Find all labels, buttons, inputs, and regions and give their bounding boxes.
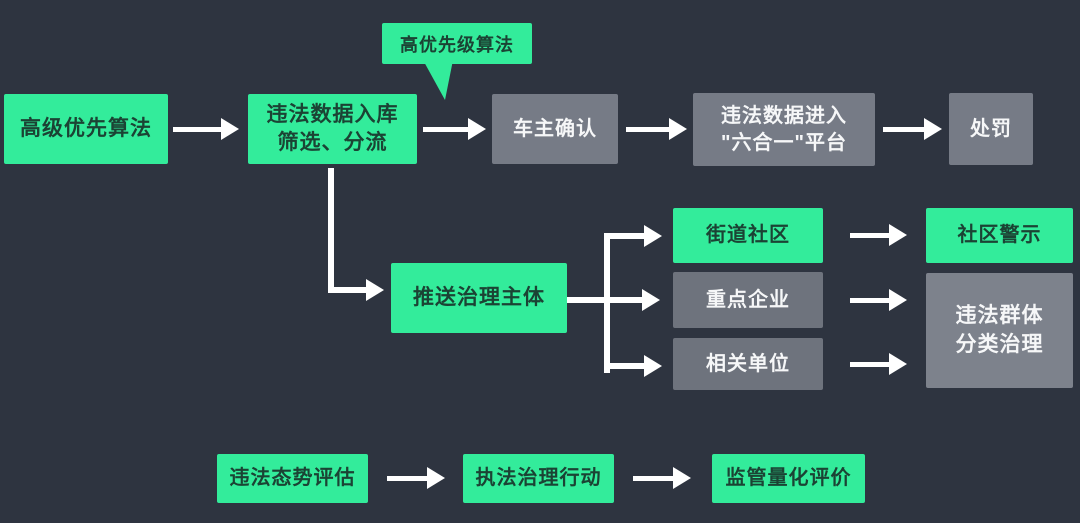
- arrow-head: [644, 355, 662, 377]
- node-label: 执法治理行动: [475, 467, 602, 489]
- node-punishment: 处罚: [949, 93, 1033, 165]
- arrow-head: [889, 289, 907, 311]
- arrow-shaft: [883, 126, 924, 132]
- arrow-right-icon: [387, 467, 445, 489]
- node-street-community: 街道社区: [673, 208, 823, 263]
- branch-feed-line: [567, 297, 609, 303]
- arrow-head: [221, 118, 239, 140]
- arrow-shaft: [850, 297, 889, 303]
- arrow-head: [669, 118, 687, 140]
- branch-vertical-line: [604, 233, 610, 373]
- node-label-line1: 违法数据进入: [721, 104, 847, 127]
- node-push-governance-subject: 推送治理主体: [391, 263, 567, 333]
- node-owner-confirmation: 车主确认: [492, 94, 618, 164]
- node-label: 高级优先算法: [20, 116, 152, 140]
- arrow-right-icon: [626, 118, 687, 140]
- node-label-line1: 违法群体: [955, 304, 1044, 328]
- arrow-shaft: [850, 232, 889, 238]
- node-label: 车主确认: [513, 117, 597, 140]
- node-illegal-group-classified-governance: 违法群体 分类治理: [926, 273, 1073, 388]
- arrow-shaft: [626, 126, 669, 132]
- arrow-right-icon: [850, 289, 907, 311]
- node-label-line2: 筛选、分流: [277, 131, 388, 154]
- arrow-right-icon: [423, 118, 486, 140]
- arrow-head: [468, 118, 486, 140]
- node-label: 重点企业: [706, 288, 790, 311]
- node-label: 街道社区: [706, 224, 790, 246]
- arrow-head: [644, 225, 662, 247]
- node-quantified-evaluation: 监管量化评价: [712, 454, 865, 503]
- arrow-head: [889, 353, 907, 375]
- arrow-shaft: [173, 126, 221, 132]
- node-illegal-data-intake: 违法数据入库 筛选、分流: [248, 94, 417, 164]
- callout-high-priority-algorithm: 高优先级算法: [382, 23, 532, 64]
- node-platform-entry: 违法数据进入 "六合一"平台: [693, 93, 875, 166]
- node-label-line1: 违法数据入库: [266, 102, 399, 126]
- arrow-shaft: [423, 126, 468, 132]
- arrow-shaft: [387, 475, 427, 481]
- node-label: 相关单位: [706, 352, 790, 375]
- arrow-head: [924, 118, 942, 140]
- arrow-right-icon: [633, 467, 691, 489]
- branch-top-line: [608, 233, 646, 239]
- branch-bottom-line: [608, 363, 646, 369]
- node-label-line2: 分类治理: [955, 332, 1044, 356]
- arrow-right-icon: [883, 118, 942, 140]
- arrow-right-icon: [173, 118, 239, 140]
- node-situation-assessment: 违法态势评估: [217, 454, 368, 503]
- elbow-horizontal-line: [328, 287, 370, 293]
- node-related-units: 相关单位: [673, 338, 823, 390]
- node-label: 处罚: [970, 117, 1012, 140]
- node-community-warning: 社区警示: [926, 208, 1073, 263]
- node-label: 监管量化评价: [725, 467, 852, 489]
- node-label: 推送治理主体: [413, 285, 545, 309]
- callout-tail-icon: [423, 60, 453, 100]
- node-enforcement-action: 执法治理行动: [463, 454, 614, 503]
- node-label-line2: "六合一"平台: [721, 131, 847, 154]
- node-label: 社区警示: [957, 224, 1042, 246]
- branch-middle-line: [608, 297, 644, 303]
- arrow-head: [642, 289, 660, 311]
- arrow-head: [427, 467, 445, 489]
- elbow-vertical-line: [328, 168, 334, 292]
- callout-label: 高优先级算法: [400, 34, 514, 55]
- arrow-head: [673, 467, 691, 489]
- arrow-shaft: [633, 475, 673, 481]
- node-key-enterprises: 重点企业: [673, 272, 823, 328]
- arrow-head: [889, 224, 907, 246]
- arrow-right-icon: [850, 353, 907, 375]
- node-label: 违法态势评估: [229, 467, 356, 489]
- arrow-shaft: [850, 361, 889, 367]
- arrow-head: [366, 279, 384, 301]
- arrow-right-icon: [850, 224, 907, 246]
- node-advanced-priority-algorithm: 高级优先算法: [4, 94, 168, 164]
